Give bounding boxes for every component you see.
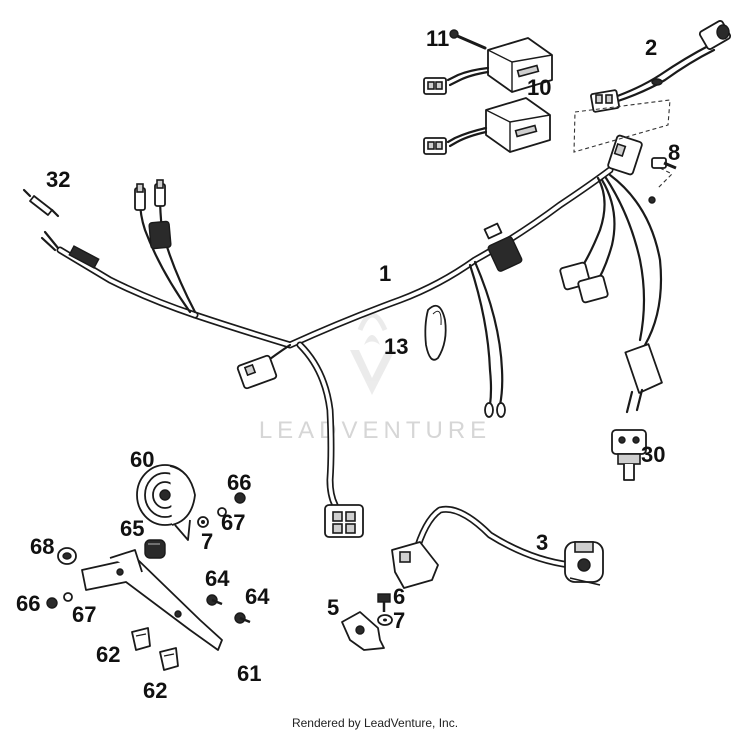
temperature-sensor-30[interactable] <box>611 429 647 481</box>
callout-labels: 1 2 3 5 6 7 7 8 10 11 13 30 32 60 61 62 … <box>16 26 680 703</box>
regulator-unit-lower[interactable] <box>423 97 551 155</box>
mounting-bracket-5[interactable] <box>341 611 385 651</box>
screw-64-right[interactable] <box>234 612 251 624</box>
rubber-mount-65[interactable] <box>144 539 166 559</box>
callout-62-upper: 62 <box>96 642 120 667</box>
washer-67-upper[interactable] <box>217 507 227 517</box>
callout-13: 13 <box>384 334 408 359</box>
washer-7-right[interactable] <box>377 614 393 626</box>
cable-tie-13[interactable] <box>424 304 447 361</box>
callout-64-left: 64 <box>205 566 230 591</box>
callout-8: 8 <box>668 140 680 165</box>
callout-7-right: 7 <box>393 608 405 633</box>
watermark-text: LEADVENTURE <box>259 417 491 444</box>
cable-clip-62-upper[interactable] <box>131 627 151 651</box>
horn-bracket-61[interactable] <box>81 549 223 651</box>
callout-62-lower: 62 <box>143 678 167 703</box>
callout-67-upper: 67 <box>221 510 245 535</box>
callout-30: 30 <box>641 442 665 467</box>
callout-2: 2 <box>645 35 657 60</box>
nut-66-lower[interactable] <box>46 597 58 609</box>
callout-10: 10 <box>527 75 551 100</box>
callout-60: 60 <box>130 447 154 472</box>
callout-1: 1 <box>379 261 391 286</box>
washer-67-lower[interactable] <box>63 592 73 602</box>
callout-66-upper: 66 <box>227 470 251 495</box>
main-wiring-harness[interactable] <box>40 134 663 538</box>
callout-61: 61 <box>237 661 261 686</box>
switch-3-with-cable[interactable] <box>391 505 604 589</box>
callout-6: 6 <box>393 584 405 609</box>
screw-64-left[interactable] <box>206 594 223 606</box>
leadventure-watermark: LEADVENTURE <box>259 312 491 444</box>
callout-64-right: 64 <box>245 584 270 609</box>
horn-60[interactable] <box>136 464 196 541</box>
callout-32: 32 <box>46 167 70 192</box>
washer-7-left[interactable] <box>197 516 209 528</box>
mounting-screw-11[interactable] <box>449 29 487 50</box>
cable-clip-62-lower[interactable] <box>159 647 179 671</box>
leadventure-logo-icon <box>350 312 395 395</box>
regulator-unit-upper[interactable] <box>423 37 553 95</box>
render-credit: Rendered by LeadVenture, Inc. <box>291 716 459 730</box>
leader-dash-8 <box>657 167 673 189</box>
callout-66-lower: 66 <box>16 591 40 616</box>
leader-dash-2 <box>573 99 671 153</box>
callout-5: 5 <box>327 595 339 620</box>
nut-66-upper[interactable] <box>234 492 246 504</box>
terminal-32[interactable] <box>22 188 60 218</box>
callout-3: 3 <box>536 530 548 555</box>
cable-assembly-2[interactable] <box>590 20 732 113</box>
callout-68: 68 <box>30 534 54 559</box>
bolt-6[interactable] <box>377 593 391 612</box>
callout-7-left: 7 <box>201 529 213 554</box>
callout-67-lower: 67 <box>72 602 96 627</box>
callout-65: 65 <box>120 516 144 541</box>
grommet-68[interactable] <box>57 547 77 565</box>
bolt-8[interactable] <box>651 157 677 170</box>
callout-11: 11 <box>426 26 449 51</box>
